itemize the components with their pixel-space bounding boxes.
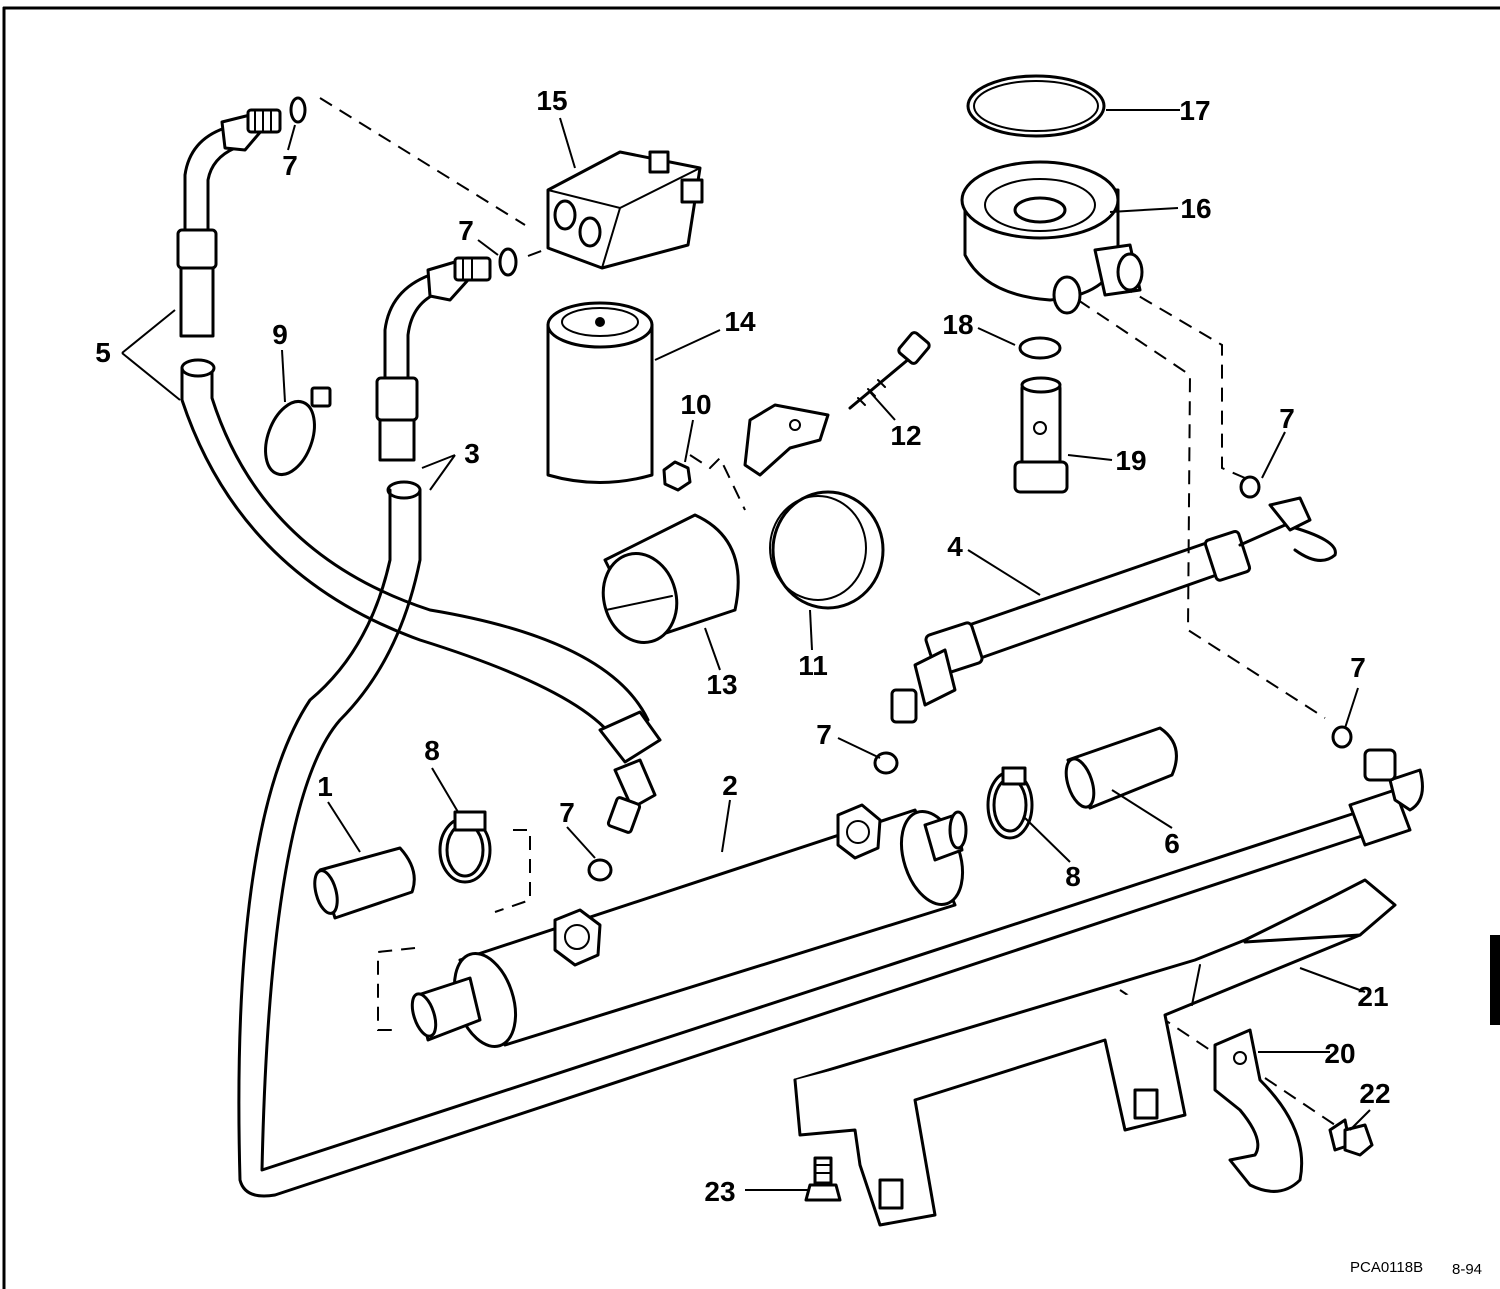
o-ring-17 (966, 74, 1106, 138)
callout-1: 1 (317, 771, 333, 802)
callout-14: 14 (724, 306, 756, 337)
callout-7: 7 (1279, 403, 1295, 434)
nut-10 (662, 460, 692, 492)
oil-cooler-2 (410, 803, 968, 1048)
hose-4 (890, 496, 1337, 724)
drawing-code: PCA0118B (1350, 1259, 1423, 1276)
bracket-21 (793, 878, 1397, 1227)
callout-19: 19 (1115, 445, 1146, 476)
o-ring-18 (1018, 336, 1062, 360)
leader-lines (121, 109, 1371, 1191)
clamp-8a (438, 810, 492, 884)
callout-7: 7 (1350, 652, 1366, 683)
clamp-8b (986, 766, 1034, 840)
callout-15: 15 (536, 85, 567, 116)
callout-18: 18 (942, 309, 973, 340)
o-ring-7b (498, 247, 518, 277)
clip-20 (1213, 1028, 1304, 1193)
fitting-19 (1013, 376, 1069, 494)
sleeve-13 (601, 513, 740, 644)
hose-3 (237, 256, 1397, 1198)
callout-22: 22 (1359, 1078, 1390, 1109)
callout-17: 17 (1179, 95, 1210, 126)
oil-filter-14 (546, 301, 654, 484)
adapter-16 (960, 160, 1144, 315)
o-ring-7f (587, 858, 613, 882)
callout-5: 5 (95, 337, 111, 368)
bolt-12 (848, 331, 931, 410)
o-ring-7a (289, 96, 307, 124)
screw-22 (1328, 1118, 1374, 1157)
callout-10: 10 (680, 389, 711, 420)
callout-21: 21 (1357, 981, 1388, 1012)
callout-8: 8 (424, 735, 440, 766)
callout-3: 3 (464, 438, 480, 469)
assembly-dashed-lines (319, 97, 1336, 1126)
callout-2: 2 (722, 770, 738, 801)
callout-7: 7 (559, 797, 575, 828)
hose-5 (176, 108, 662, 834)
callout-16: 16 (1180, 193, 1211, 224)
callout-7: 7 (816, 719, 832, 750)
callout-20: 20 (1324, 1038, 1355, 1069)
callout-4: 4 (947, 531, 963, 562)
o-ring-7e (873, 751, 899, 775)
bracket-11 (743, 403, 885, 610)
lower-tube (1348, 748, 1424, 847)
callout-7: 7 (282, 150, 298, 181)
hose-1 (313, 846, 416, 920)
callout-6: 6 (1164, 828, 1180, 859)
drawing-date: 8-94 (1452, 1261, 1482, 1278)
callout-7: 7 (458, 215, 474, 246)
callout-12: 12 (890, 420, 921, 451)
callout-11: 11 (798, 650, 828, 681)
callout-8: 8 (1065, 861, 1081, 892)
hose-6 (1064, 726, 1178, 810)
o-ring-7d (1331, 725, 1353, 749)
callout-labels: 15 17 7 16 7 14 18 9 5 10 12 7 19 3 4 11… (95, 85, 1390, 1207)
callout-9: 9 (272, 319, 288, 350)
clamp-9 (264, 386, 332, 476)
callout-13: 13 (706, 669, 737, 700)
callout-23: 23 (704, 1176, 735, 1207)
o-ring-7c (1239, 475, 1261, 499)
screw-23 (804, 1156, 842, 1202)
adapter-15 (546, 150, 704, 270)
frame-border (2, 6, 1500, 1289)
